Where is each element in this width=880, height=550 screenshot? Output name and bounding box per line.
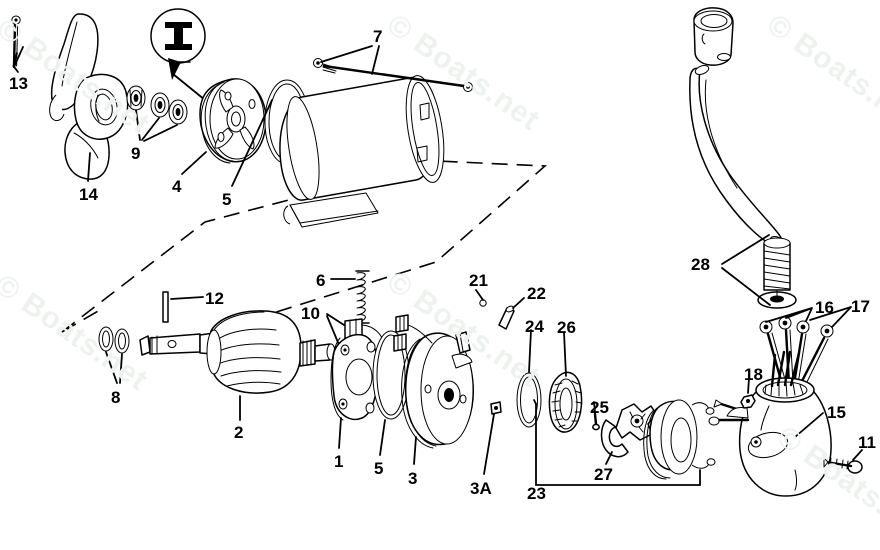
part-label-27: 27 bbox=[594, 465, 613, 484]
leader-11 bbox=[852, 449, 863, 461]
part-6-brush-spring bbox=[330, 270, 370, 324]
leader-8 bbox=[105, 351, 123, 384]
part-label-5-bottom: 5 bbox=[374, 459, 384, 478]
part-label-18: 18 bbox=[744, 365, 763, 384]
part-label-25: 25 bbox=[590, 398, 609, 417]
part-8-thrust-washers bbox=[98, 326, 130, 354]
leader-13 bbox=[12, 65, 19, 73]
leader-5-bottom bbox=[379, 419, 386, 456]
part-label-11: 11 bbox=[858, 433, 876, 452]
part-22-roll-pin bbox=[498, 297, 525, 330]
part-label-9: 9 bbox=[131, 144, 141, 163]
diagram-artwork: .o{fill:none;stroke:#000;stroke-width:1.… bbox=[11, 7, 863, 497]
leader-28 bbox=[721, 234, 771, 306]
part-18-nut bbox=[740, 377, 756, 409]
part-23-bracket-assembly bbox=[533, 399, 716, 486]
part-24-seal-ring bbox=[516, 372, 542, 428]
leader-27 bbox=[605, 451, 613, 465]
leader-5-top bbox=[231, 99, 273, 187]
part-label-3: 3 bbox=[408, 469, 418, 488]
detail-view-circle bbox=[150, 8, 206, 101]
part-label-10: 10 bbox=[301, 304, 320, 323]
part-label-24: 24 bbox=[525, 317, 544, 336]
part-label-16: 16 bbox=[815, 298, 834, 317]
part-16-17-wire-leads bbox=[759, 306, 852, 387]
part-label-23: 23 bbox=[527, 484, 546, 503]
leader-4 bbox=[181, 151, 207, 175]
part-4-impeller-hub bbox=[199, 78, 267, 164]
part-label-14: 14 bbox=[79, 185, 98, 204]
wire-lead-3 bbox=[792, 320, 810, 386]
part-25-tiny-screw bbox=[592, 401, 600, 431]
part-7-through-bolt bbox=[313, 58, 473, 92]
wire-lead-2 bbox=[778, 316, 794, 386]
part-13-shear-pin bbox=[11, 15, 24, 69]
leader-24 bbox=[528, 329, 532, 373]
leader-1 bbox=[338, 417, 342, 449]
leader-9 bbox=[135, 109, 178, 142]
part-27-clamp-bracket bbox=[600, 403, 657, 458]
part-label-4: 4 bbox=[172, 177, 182, 196]
part-label-2: 2 bbox=[234, 423, 244, 442]
part-label-1: 1 bbox=[334, 452, 344, 471]
part-label-28: 28 bbox=[691, 255, 710, 274]
part-9-washers bbox=[126, 85, 188, 125]
part-21-retainer-pin bbox=[475, 289, 487, 307]
part-label-26: 26 bbox=[557, 318, 576, 337]
leader-15 bbox=[794, 412, 824, 438]
part-15-lower-housing bbox=[708, 350, 832, 497]
assembly-boundary-dashed bbox=[61, 160, 548, 333]
part-label-7: 7 bbox=[373, 27, 383, 46]
part-12-key bbox=[162, 291, 204, 323]
part-label-22: 22 bbox=[527, 284, 546, 303]
part-label-12: 12 bbox=[205, 289, 224, 308]
part-label-5-top: 5 bbox=[222, 190, 232, 209]
part-3-drive-end-housing bbox=[393, 314, 474, 449]
parts-diagram-canvas: .o{fill:none;stroke:#000;stroke-width:1.… bbox=[0, 7, 880, 550]
part-label-15: 15 bbox=[827, 403, 846, 422]
part-1-end-frame-plate bbox=[330, 333, 379, 421]
part-label-3A: 3A bbox=[470, 479, 492, 498]
part-label-21: 21 bbox=[469, 271, 488, 290]
part-label-8: 8 bbox=[111, 388, 121, 407]
part-11-screw bbox=[823, 457, 863, 474]
motor-shell-frame bbox=[279, 75, 445, 228]
part-2-armature bbox=[139, 310, 336, 394]
leader-26 bbox=[563, 331, 567, 377]
part-label-17: 17 bbox=[851, 297, 870, 316]
part-3A-screw bbox=[483, 401, 502, 475]
part-label-6: 6 bbox=[316, 271, 326, 290]
leader-14 bbox=[87, 152, 91, 182]
part-26-toothed-lockwasher bbox=[548, 371, 583, 433]
leader-7 bbox=[320, 45, 380, 75]
wire-lead-4 bbox=[798, 324, 834, 387]
leader-3 bbox=[413, 436, 417, 465]
part-label-13: 13 bbox=[9, 74, 28, 93]
part-14-propeller bbox=[49, 13, 129, 180]
